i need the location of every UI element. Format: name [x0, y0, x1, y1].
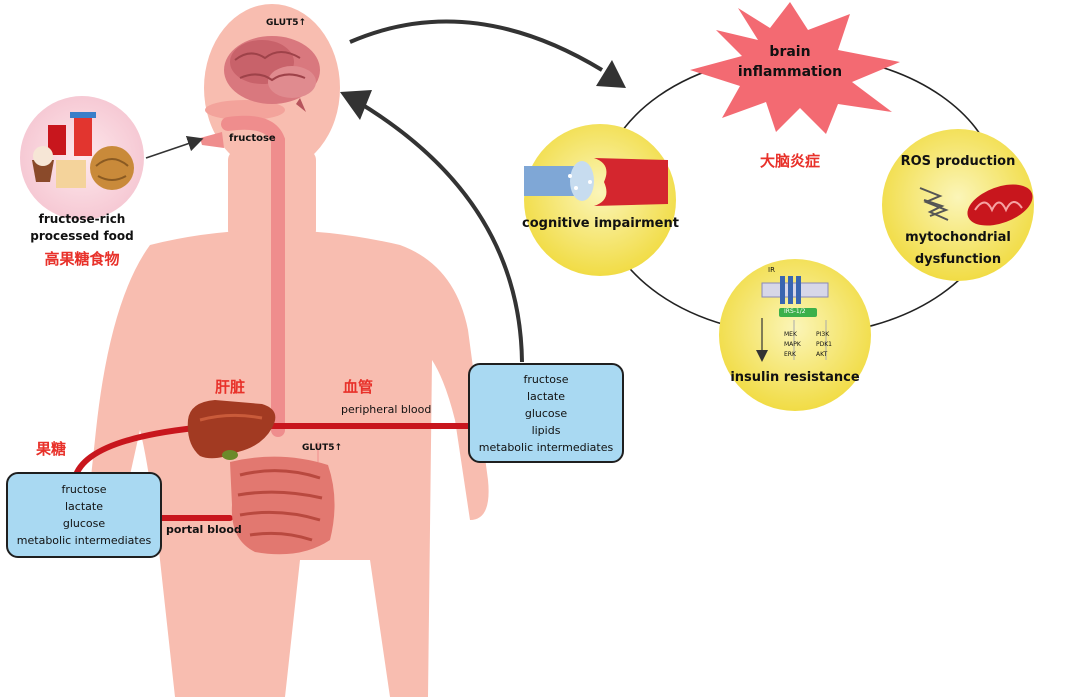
peripheral-item: metabolic intermediates	[478, 440, 614, 454]
body-silhouette	[88, 4, 489, 697]
liver-icon	[187, 400, 276, 460]
ros-label: ROS production	[900, 154, 1016, 169]
irs-label: IRS-1/2	[784, 308, 806, 315]
brain-inflammation-cn: 大脑炎症	[759, 152, 820, 170]
peripheral-item: glucose	[524, 406, 568, 420]
fructose-cn-label: 果糖	[36, 440, 67, 458]
portal-item: lactate	[65, 500, 103, 513]
mito-label-line1: mytochondrial	[905, 230, 1011, 245]
ros-node	[882, 129, 1034, 281]
food-image	[20, 96, 144, 220]
cognitive-node	[524, 124, 676, 276]
body-to-brain-arrowhead	[340, 90, 372, 120]
pathway-node: PDK1	[816, 341, 832, 348]
portal-item: fructose	[61, 483, 107, 496]
peripheral-metabolites-box: fructose lactate glucose lipids metaboli…	[468, 363, 624, 463]
glut5-gut-label: GLUT5↑	[302, 443, 343, 453]
body-to-brain-arrow	[356, 100, 524, 363]
pathway-node: PI3K	[816, 331, 830, 338]
akt-pathway: PI3K PDK1 AKT	[816, 330, 832, 360]
nasal-cavity	[205, 100, 285, 120]
peripheral-item: fructose	[523, 372, 569, 386]
brain-inflammation-line1: brain	[769, 44, 811, 60]
brain-icon	[224, 36, 320, 112]
mouth-shape	[200, 132, 224, 148]
peripheral-item: lactate	[527, 389, 565, 403]
mito-label-line2: dysfunction	[914, 252, 1002, 267]
ir-label: IR	[768, 266, 775, 274]
insulin-label: insulin resistance	[730, 370, 860, 385]
portal-item: metabolic intermediates	[16, 534, 152, 547]
mapk-pathway: MEK MAPK ERK	[784, 330, 801, 360]
food-cn-label: 高果糖食物	[44, 250, 120, 268]
peripheral-blood-label: peripheral blood	[341, 403, 432, 416]
intestines-icon	[230, 456, 335, 555]
portal-metabolites-box: fructose lactate glucose metabolic inter…	[6, 472, 162, 558]
peripheral-item: lipids	[531, 423, 561, 437]
liver-cn-label: 肝脏	[215, 378, 246, 396]
food-label-line1: fructose-rich	[38, 212, 126, 226]
brain-to-cycle-arrow	[349, 19, 604, 72]
inflammation-starburst	[690, 2, 900, 134]
pathway-node: MEK	[784, 331, 797, 338]
pathway-node: ERK	[784, 351, 796, 358]
pathway-node: MAPK	[784, 341, 801, 348]
brain-inflammation-line2: inflammation	[737, 64, 843, 80]
portal-item: glucose	[62, 517, 106, 530]
blood-vessels	[72, 423, 473, 521]
mouth-fructose-label: fructose	[229, 133, 276, 144]
food-to-mouth-arrow	[145, 136, 204, 159]
glut5-brain-label: GLUT5↑	[266, 18, 307, 28]
esophagus	[221, 115, 285, 437]
brain-to-cycle-arrowhead	[596, 60, 626, 88]
portal-blood-label: portal blood	[166, 523, 242, 536]
food-label-line2: processed food	[30, 229, 134, 243]
vessel-cn-label: 血管	[343, 378, 374, 396]
insulin-node	[719, 259, 871, 411]
pathway-node: AKT	[816, 351, 828, 358]
cognitive-label: cognitive impairment	[522, 216, 679, 231]
